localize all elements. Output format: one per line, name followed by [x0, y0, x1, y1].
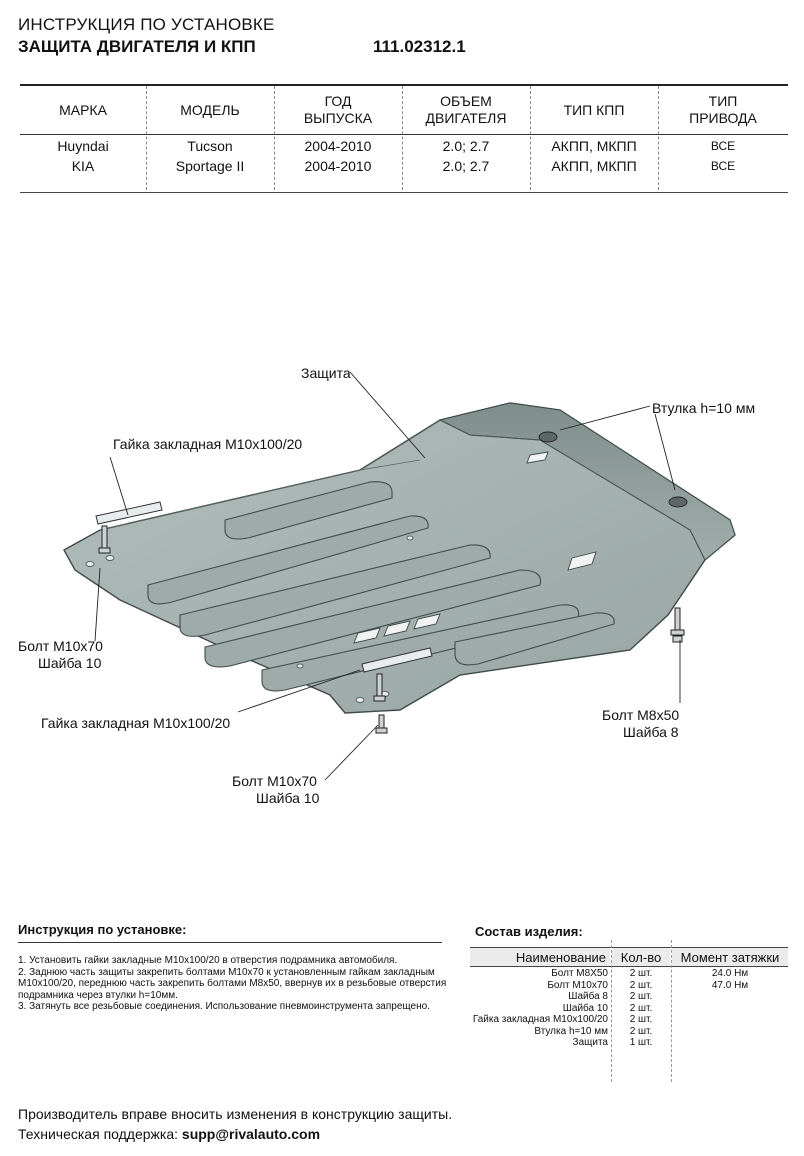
bolt-parts — [98, 525, 685, 734]
parts-qty-list: 2 шт. 2 шт. 2 шт. 2 шт. 2 шт. 2 шт. 1 шт… — [612, 968, 670, 1049]
part-qty: 2 шт. — [629, 1014, 653, 1025]
part-qty: 2 шт. — [629, 979, 653, 991]
column-divider — [146, 86, 147, 190]
cell-year: 2004-2010 — [304, 158, 372, 174]
cell-engine: 2.0; 2.7 — [442, 138, 490, 154]
header-gearbox: ТИП КПП — [563, 101, 625, 118]
column-divider — [611, 940, 612, 1082]
bushing-parts — [538, 431, 688, 508]
cell-brand: Huyndai — [57, 138, 109, 154]
table-rule — [470, 947, 788, 948]
instruction-step: 3. Затянуть все резьбовые соединения. Ис… — [18, 1001, 430, 1012]
table-rule — [20, 84, 788, 86]
label-washer-left: Шайба 10 — [38, 655, 102, 671]
cell-brand: KIA — [71, 158, 95, 174]
cell-model: Sportage II — [175, 158, 245, 174]
instructions-body: 1. Установить гайки закладные М10х100/20… — [18, 955, 448, 1013]
footer-support: Техническая поддержка: supp@rivalauto.co… — [18, 1126, 320, 1142]
label-bolt-bottom: Болт М10х70 — [232, 773, 317, 789]
product-code: 111.02312.1 — [373, 37, 466, 56]
support-label: Техническая поддержка: — [18, 1126, 179, 1142]
instructions-rule — [18, 942, 442, 943]
header-engine: ОБЪЕМ ДВИГАТЕЛЯ — [425, 93, 507, 126]
part-name: Шайба 8 — [568, 991, 608, 1002]
header-brand: МАРКА — [59, 101, 107, 118]
label-nut-top: Гайка закладная М10х100/20 — [113, 436, 303, 452]
header-model: МОДЕЛЬ — [180, 101, 240, 118]
parts-header-torque: Момент затяжки — [672, 948, 788, 966]
mounting-holes — [85, 535, 414, 703]
part-name: Болт М8Х50 — [551, 968, 608, 979]
parts-name-list: Болт М8Х50 Болт М10х70 Шайба 8 Шайба 10 … — [470, 968, 608, 1049]
doc-title: ИНСТРУКЦИЯ ПО УСТАНОВКЕ — [18, 15, 275, 34]
part-name: Болт М10х70 — [547, 979, 608, 991]
table-rule — [20, 192, 788, 193]
column-divider — [658, 86, 659, 190]
leader-lines — [94, 371, 681, 781]
product-title: ЗАЩИТА ДВИГАТЕЛЯ И КПП — [18, 37, 256, 56]
embedded-nut-parts — [95, 501, 433, 673]
part-name: Втулка h=10 мм — [534, 1025, 608, 1037]
parts-title: Состав изделия: — [475, 924, 583, 939]
parts-header-qty: Кол-во — [612, 948, 670, 966]
guard-vent-slots — [353, 451, 597, 644]
cell-gearbox: АКПП, МКПП — [551, 158, 637, 174]
cell-model: Tucson — [187, 138, 233, 154]
part-name: Гайка закладная М10х100/20 — [472, 1014, 608, 1025]
table-rule — [20, 134, 788, 135]
label-bolt-left: Болт М10х70 — [18, 638, 103, 654]
instructions-title: Инструкция по установке: — [18, 922, 187, 937]
cell-engine: 2.0; 2.7 — [442, 158, 490, 174]
parts-header-name: Наименование — [470, 948, 610, 966]
part-name: Защита — [572, 1037, 608, 1048]
guard-fold — [99, 459, 421, 531]
part-qty: 2 шт. — [629, 991, 653, 1002]
header-drive: ТИП ПРИВОДА — [689, 93, 757, 126]
cell-drive: ВСЕ — [710, 139, 736, 153]
column-divider — [671, 940, 672, 1082]
cell-drive: ВСЕ — [710, 159, 736, 173]
label-washer-8: Шайба 8 — [623, 724, 679, 740]
table-rule — [470, 966, 788, 967]
footer-disclaimer: Производитель вправе вносить изменения в… — [18, 1106, 453, 1122]
column-divider — [402, 86, 403, 190]
part-torque: 47.0 Нм — [711, 979, 749, 991]
support-email[interactable]: supp@rivalauto.com — [181, 1126, 321, 1142]
part-qty: 2 шт. — [629, 968, 653, 979]
part-qty: 1 шт. — [629, 1037, 653, 1048]
guard-ridge — [359, 419, 706, 561]
column-divider — [530, 86, 531, 190]
part-name: Шайба 10 — [562, 1002, 608, 1014]
skid-plate-illustration — [63, 371, 736, 781]
cell-year: 2004-2010 — [304, 138, 372, 154]
vehicle-spec-table: МАРКА МОДЕЛЬ ГОД ВЫПУСКА ОБЪЕМ ДВИГАТЕЛЯ… — [20, 84, 788, 194]
parts-torque-list: 24.0 Нм 47.0 Нм — [672, 968, 788, 991]
assembly-drawing: Защита Втулка h=10 мм Гайка закладная М1… — [0, 330, 804, 830]
part-qty: 2 шт. — [629, 1025, 653, 1037]
label-nut-bottom: Гайка закладная М10х100/20 — [41, 715, 231, 731]
label-guard: Защита — [301, 365, 351, 381]
parts-table: Наименование Кол-во Момент затяжки Болт … — [470, 940, 788, 1082]
part-torque: 24.0 Нм — [711, 968, 749, 979]
guard-ribs — [147, 481, 615, 692]
part-qty: 2 шт. — [629, 1002, 653, 1014]
instruction-step: 2. Заднюю часть защиты закрепить болтами… — [18, 966, 447, 1001]
header-year: ГОД ВЫПУСКА — [303, 93, 373, 126]
label-washer-bottom: Шайба 10 — [256, 790, 320, 806]
column-divider — [274, 86, 275, 190]
cell-gearbox: АКПП, МКПП — [551, 138, 637, 154]
label-bolt-m8: Болт М8х50 — [602, 707, 680, 723]
label-bushing: Втулка h=10 мм — [652, 400, 756, 416]
instruction-step: 1. Установить гайки закладные М10х100/20… — [18, 955, 398, 966]
